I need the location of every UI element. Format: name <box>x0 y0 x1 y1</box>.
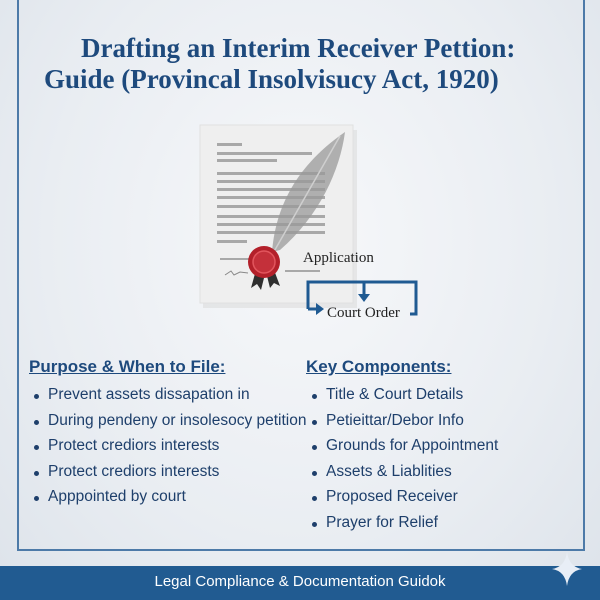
list-item: Prevent assets dissapation in <box>34 386 307 412</box>
list-item: Prayer for Relief <box>312 514 498 540</box>
list-item: Assets & Liablities <box>312 463 498 489</box>
content-frame <box>17 0 585 551</box>
components-list: Title & Court Details Petieittar/Debor I… <box>312 386 498 539</box>
list-item: Proposed Receiver <box>312 488 498 514</box>
list-item: Title & Court Details <box>312 386 498 412</box>
components-heading: Key Components: <box>306 357 452 376</box>
list-item: Petieittar/Debor Info <box>312 412 498 438</box>
purpose-heading: Purpose & When to File: <box>29 357 226 376</box>
footer-text: Legal Compliance & Documentation Guidok <box>154 573 446 590</box>
flow-arrows <box>306 280 418 316</box>
sparkle-icon <box>552 552 582 586</box>
list-item: Protect crediors interests <box>34 463 307 489</box>
wax-seal-icon <box>248 246 280 290</box>
footer-banner: Legal Compliance & Documentation Guidok <box>0 566 600 600</box>
page-title-line2: Guide (Provincal Insolvisucy Act, 1920) <box>44 64 499 94</box>
quill-feather-icon <box>271 132 345 256</box>
list-item: Apppointed by court <box>34 488 307 514</box>
document-illustration <box>199 124 418 316</box>
application-label: Application <box>303 250 374 266</box>
list-item: Protect crediors interests <box>34 437 307 463</box>
page-title-line1: Drafting an Interim Receiver Pettion: <box>81 33 516 63</box>
list-item: Grounds for Appointment <box>312 437 498 463</box>
court-order-label: Court Order <box>327 305 400 321</box>
list-item: During pendeny or insolesocy petition <box>34 412 307 438</box>
purpose-list: Prevent assets dissapation in During pen… <box>34 386 307 514</box>
